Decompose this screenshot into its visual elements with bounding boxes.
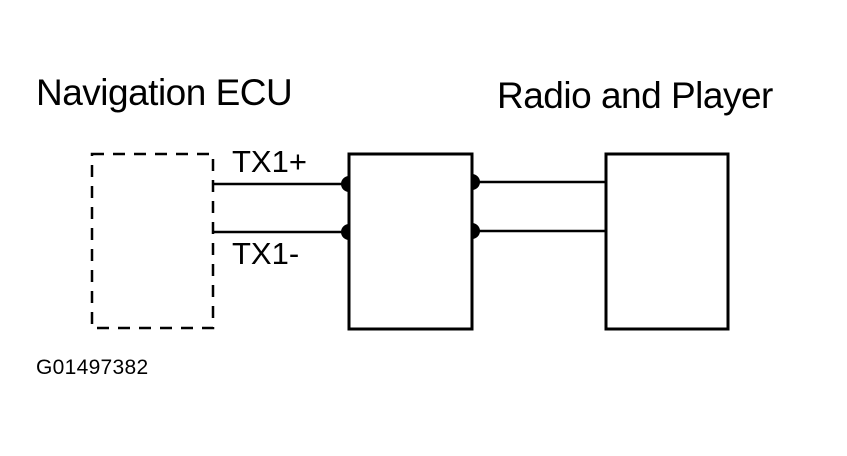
radio-player-box — [604, 152, 730, 331]
figure-id-label: G01497382 — [36, 356, 149, 379]
connector-pin-left-upper — [341, 176, 349, 192]
navigation-ecu-label: Navigation ECU — [36, 72, 293, 113]
radio-player-label: Radio and Player — [497, 75, 773, 116]
connector-pin-right-upper — [472, 174, 480, 190]
connector-pin-right-lower — [472, 223, 480, 239]
connector-pin-left-lower — [341, 224, 349, 240]
tx1-plus-label: TX1+ — [232, 144, 307, 179]
navigation-ecu-box — [90, 152, 215, 330]
junction-connector-box — [347, 152, 474, 331]
tx1-minus-label: TX1- — [232, 236, 300, 271]
